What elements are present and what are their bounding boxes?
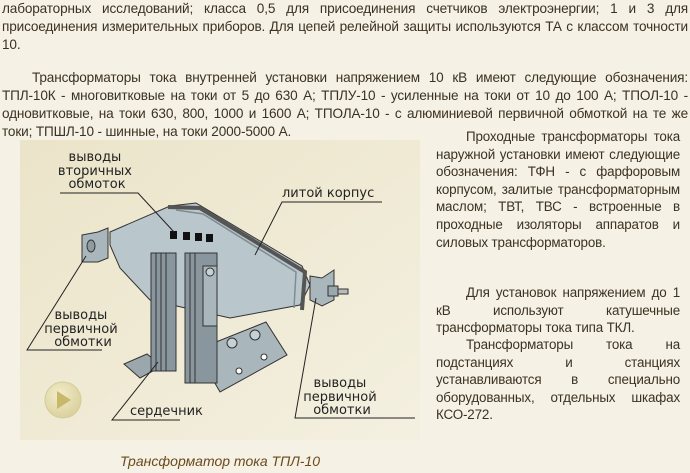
left-primary-bracket <box>81 227 109 263</box>
nut-icon <box>327 285 339 297</box>
play-icon[interactable] <box>57 391 71 409</box>
secondary-terminals <box>170 231 213 242</box>
leader-lines <box>26 192 415 421</box>
paragraph-substations: Трансформаторы тока на подстанциях и ста… <box>436 337 680 423</box>
core <box>150 252 218 384</box>
transformer-illustration: выводы вторичных обмоток литой корпус вы… <box>20 140 420 440</box>
label-primary-terminals-right: выводы первичной обмотки <box>303 376 381 418</box>
paragraph-outdoor-transformers: Проходные трансформаторы тока наружной у… <box>436 129 680 250</box>
figure-caption: Трансформатор тока ТПЛ-10 <box>119 453 321 469</box>
label-cast-body: литой корпус <box>282 186 374 201</box>
paragraph-indoor-transformers: Трансформаторы тока внутренней установки… <box>2 70 688 139</box>
label-primary-terminals-left: выводы первичной обмотки <box>44 308 122 350</box>
paragraph-accuracy-classes: лабораторных исследований; класса 0,5 дл… <box>2 1 688 52</box>
right-primary-bracket <box>309 269 349 307</box>
paragraph-low-voltage: Для установок напряжением до 1 кВ исполь… <box>436 285 680 336</box>
label-secondary-terminals: выводы вторичных обмоток <box>58 150 136 192</box>
play-button[interactable] <box>44 381 82 419</box>
label-core: сердечник <box>130 404 203 419</box>
